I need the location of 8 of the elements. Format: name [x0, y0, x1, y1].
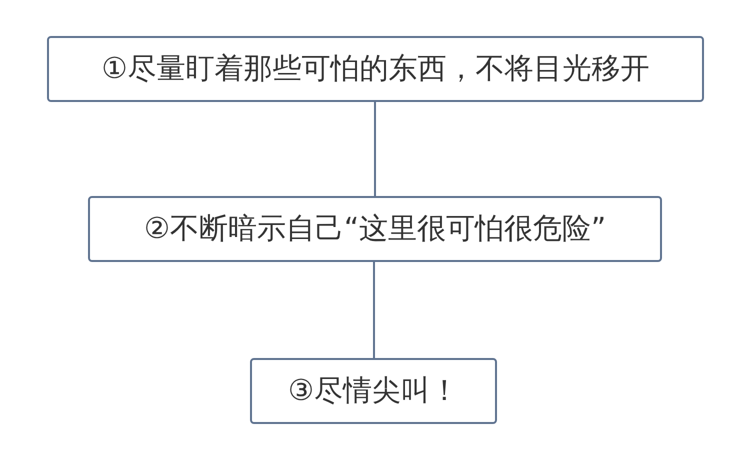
step-text: ①尽量盯着那些可怕的东西，不将目光移开 [102, 50, 650, 87]
step-box [47, 36, 704, 102]
connector-line [374, 102, 376, 196]
step-box [250, 358, 497, 424]
step-text: ③尽情尖叫！ [288, 372, 459, 409]
step-box [88, 196, 662, 262]
connector-line [373, 262, 375, 358]
step-text: ②不断暗示自己“这里很可怕很危险” [144, 210, 606, 247]
